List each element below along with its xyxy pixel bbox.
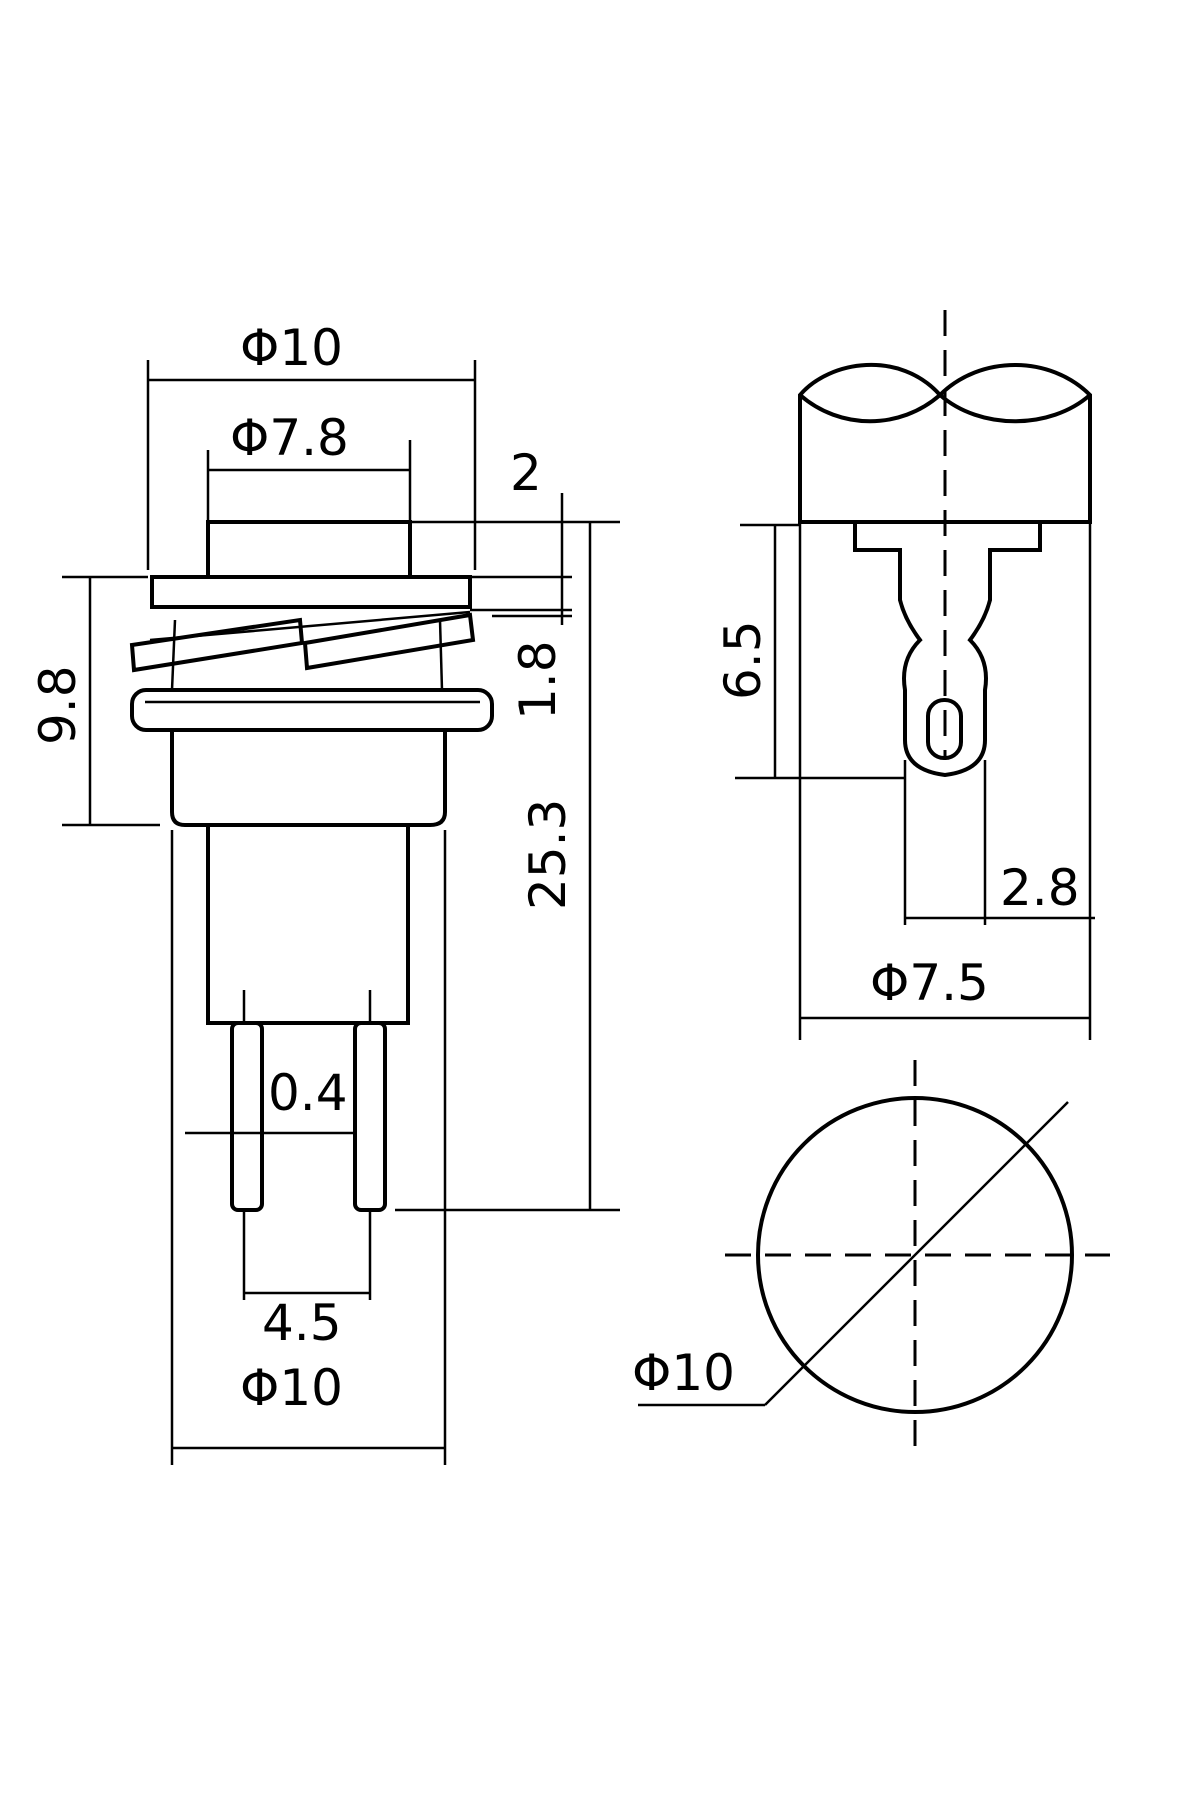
dim-flange-nut xyxy=(412,493,620,625)
diameter-leader xyxy=(764,1101,1069,1406)
terminal-lug xyxy=(853,522,1042,778)
dim-terminal-width xyxy=(903,760,1095,925)
dim-pin-spacing xyxy=(242,1210,372,1300)
label-front-overall-height: 25.3 xyxy=(519,799,577,910)
label-front-bottom-diameter: Φ10 xyxy=(240,1359,343,1417)
dim-terminal-length xyxy=(735,523,905,780)
top-flange xyxy=(150,575,472,609)
button-cap xyxy=(206,520,412,579)
thread-section xyxy=(129,610,476,691)
dim-top-diameter xyxy=(146,360,477,570)
top-circle xyxy=(756,1096,1074,1414)
dim-button-diameter xyxy=(206,440,412,520)
dim-side-body-diameter xyxy=(798,522,1092,1040)
dim-bottom-diameter xyxy=(170,830,447,1465)
nut xyxy=(130,688,494,732)
label-side-terminal-width: 2.8 xyxy=(1000,859,1080,917)
label-front-body-height: 9.8 xyxy=(29,665,87,745)
side-view: 6.5 2.8 Φ7.5 xyxy=(714,310,1095,1040)
top-view: Φ10 xyxy=(632,1060,1110,1450)
dim-overall-height xyxy=(395,522,620,1212)
label-side-body-diameter: Φ7.5 xyxy=(870,954,989,1012)
label-front-flange-thickness: 2 xyxy=(510,444,542,502)
pin-right xyxy=(353,1021,387,1212)
front-view: Φ10 Φ7.8 2 1.8 9.8 25.3 0.4 4.5 Φ10 xyxy=(29,319,620,1465)
lower-body xyxy=(170,730,447,827)
label-front-pin-spacing: 4.5 xyxy=(262,1294,342,1352)
label-side-terminal-length: 6.5 xyxy=(714,620,772,700)
stem xyxy=(206,823,410,1025)
label-front-pin-thickness: 0.4 xyxy=(268,1064,348,1122)
dim-body-height xyxy=(62,575,160,827)
label-front-button-diameter: Φ7.8 xyxy=(230,409,349,467)
label-front-top-diameter: Φ10 xyxy=(240,319,343,377)
label-front-nut-thickness: 1.8 xyxy=(509,640,567,720)
pin-left xyxy=(230,1021,264,1212)
label-circle-diameter: Φ10 xyxy=(632,1344,735,1402)
